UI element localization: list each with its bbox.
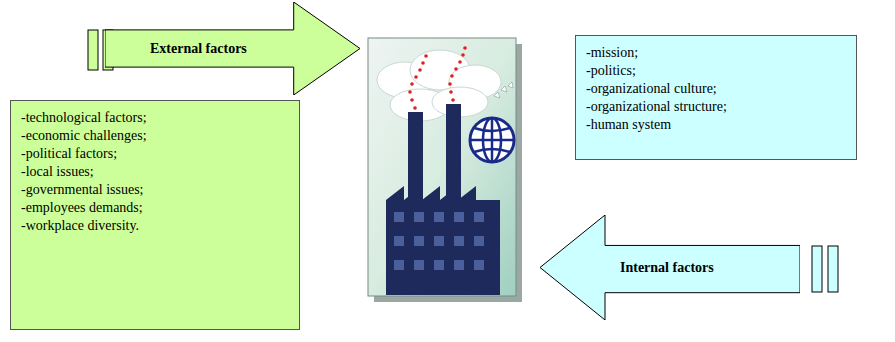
factor-list-box: -mission;-politics;-organizational cultu… (575, 35, 857, 160)
arrow-bar (812, 246, 822, 292)
list-item: -mission; (586, 44, 846, 62)
list-item: -organizational culture; (586, 80, 846, 98)
factory-windows (394, 212, 484, 270)
factor-list-box: -technological factors;-economic challen… (10, 100, 300, 330)
arrow-bar (828, 246, 838, 292)
picture-frame (368, 38, 516, 296)
arrow-label: External factors (150, 40, 247, 58)
arrow-label: Internal factors (620, 259, 714, 277)
sparkle-marks (494, 82, 513, 98)
list-item: -economic challenges; (21, 127, 289, 145)
list-item: -workplace diversity. (21, 217, 289, 235)
arrow-bar (88, 30, 98, 70)
smoke-clouds (377, 50, 501, 121)
list-item: -organizational structure; (586, 98, 846, 116)
list-item: -politics; (586, 62, 846, 80)
globe-icon (470, 118, 514, 162)
list-item: -employees demands; (21, 199, 289, 217)
list-item: -technological factors; (21, 109, 289, 127)
internal-arrow: Internal factors (540, 215, 800, 320)
list-item: -human system (586, 116, 846, 134)
list-item: -local issues; (21, 163, 289, 181)
external-arrow: External factors (105, 2, 360, 95)
factory-building (386, 186, 500, 295)
smoke-dots (408, 46, 467, 110)
list-item: -political factors; (21, 145, 289, 163)
list-item: -governmental issues; (21, 181, 289, 199)
